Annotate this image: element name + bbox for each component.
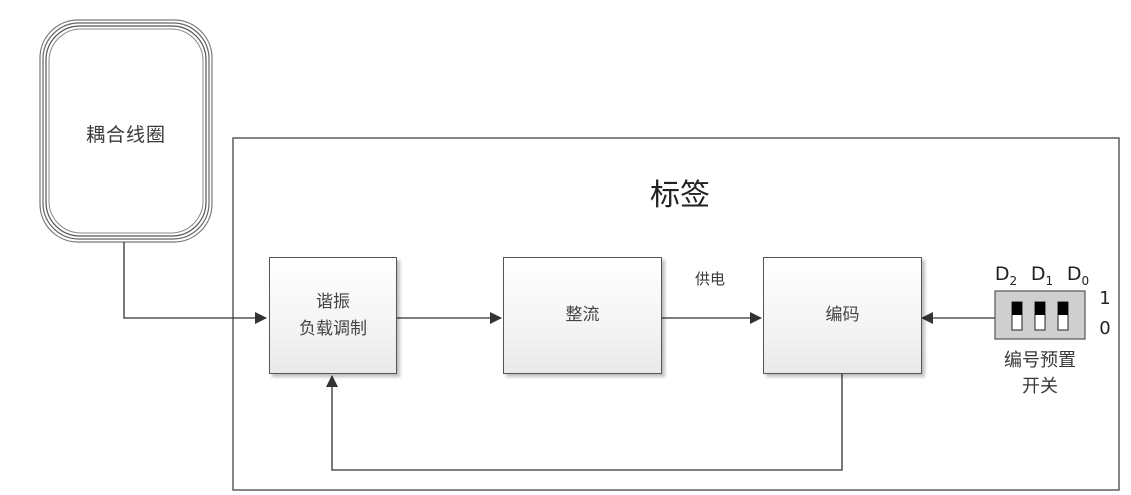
rectifier-block: 整流 [503,257,662,374]
dip-switch-d0[interactable] [1057,301,1069,331]
tag-boundary [232,137,1120,491]
encoder-block-label: 编码 [825,305,860,326]
dip-switch-d1[interactable] [1034,301,1046,331]
bit-label-d2: D2 [994,263,1018,288]
resonant-block-line2: 负载调制 [299,318,367,339]
encoder-block: 编码 [763,257,922,374]
switch-caption-line1: 编号预置 [1004,350,1076,371]
coil-to-resonant-line [123,242,267,324]
encoder-feedback-arrow [326,374,843,471]
dip-switch[interactable] [994,290,1086,340]
resonant-load-modulation-block: 谐振 负载调制 [269,257,397,374]
dip-switch-d2[interactable] [1011,301,1023,331]
coupling-coil-label: 耦合线圈 [85,124,166,146]
bit-label-d1: D1 [1030,263,1054,288]
switch-caption-line2: 开关 [1022,376,1058,397]
power-supply-label: 供电 [694,270,725,288]
level-low-label: 0 [1099,318,1111,339]
coupling-coil [39,19,213,243]
level-high-label: 1 [1099,288,1111,309]
bit-label-d0: D0 [1066,263,1090,288]
resonant-block-line1: 谐振 [316,292,350,313]
rectifier-block-label: 整流 [565,305,600,326]
tag-title: 标签 [650,178,710,213]
